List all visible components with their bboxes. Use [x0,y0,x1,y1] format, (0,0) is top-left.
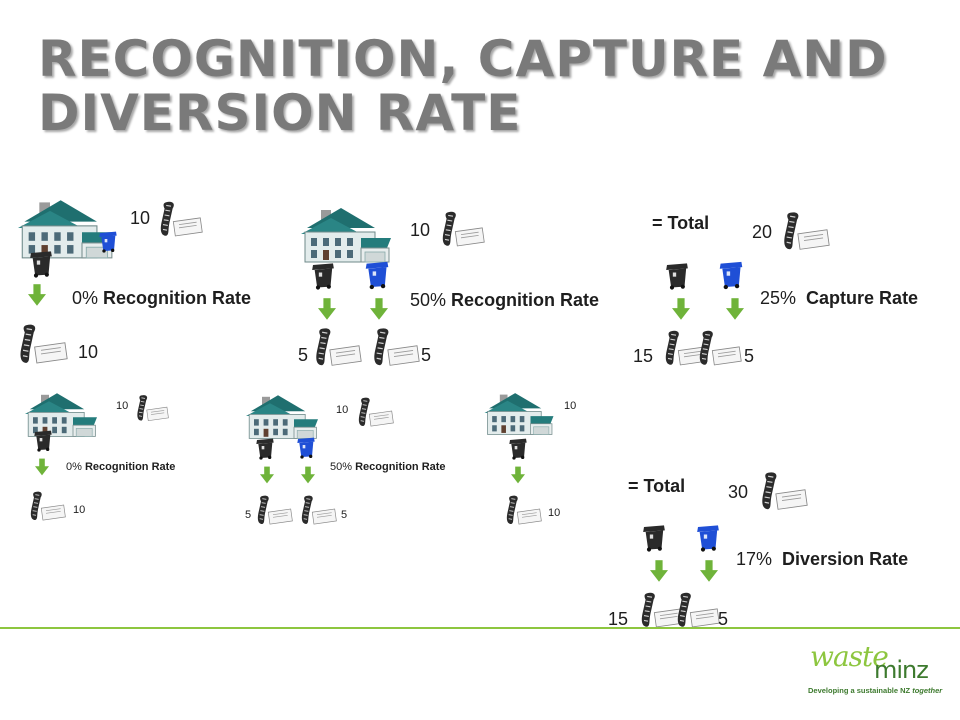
left-count: 15 [608,609,629,629]
recognition-rate-label: 50% Recognition Rate [330,461,446,473]
down-arrow-icon [35,458,49,476]
bottom-count: 10 [548,507,561,519]
newspaper-icon [694,326,742,370]
recognition-rate-label: 0% Recognition Rate [72,288,252,308]
top-count: 10 [336,404,349,416]
newspaper-icon [310,324,362,370]
down-arrow-icon [28,284,46,306]
newspaper-icon [756,468,808,514]
logo-word-waste: waste [810,640,889,673]
newspaper-icon [253,492,293,528]
newspaper-icon [26,488,66,524]
logo-tagline: Developing a sustainable NZ together [808,686,943,695]
newspaper-icon [297,492,337,528]
bottom-count: 10 [73,504,86,516]
logo-word-minz: minz [874,656,929,684]
down-arrow-icon [672,298,690,320]
rubbish-bin-icon [641,522,667,552]
rubbish-bin-icon [33,428,53,452]
rubbish-bin-icon [664,260,690,290]
right-count: 5 [341,509,348,521]
down-arrow-icon [511,466,525,484]
newspaper-icon [672,588,720,632]
capture-rate-label: 25% Capture Rate [760,288,919,308]
recycling-bin-icon [364,258,390,290]
top-count: 10 [130,208,151,228]
newspaper-icon [437,208,485,250]
recycling-bin-icon [296,434,316,460]
newspaper-icon [14,320,68,368]
left-count: 5 [298,345,309,365]
top-count: 10 [116,400,129,412]
newspaper-icon [778,208,830,254]
diversion-rate-label: 17% Diversion Rate [736,549,909,569]
total-count: 30 [728,482,749,502]
total-label: = Total [628,476,686,496]
page-title: RECOGNITION, CAPTURE AND DIVERSION RATE [38,32,938,140]
newspaper-icon [502,492,542,528]
total-count: 20 [752,222,773,242]
down-arrow-icon [726,298,744,320]
newspaper-icon [155,198,203,240]
left-count: 5 [245,509,252,521]
down-arrow-icon [301,466,315,484]
down-arrow-icon [318,298,336,320]
newspaper-icon [354,394,394,430]
wasteminz-logo: waste minz Developing a sustainable NZ t… [808,640,948,700]
right-count: 5 [421,345,432,365]
down-arrow-icon [650,560,668,582]
down-arrow-icon [260,466,274,484]
total-label: = Total [652,213,710,233]
recycling-bin-icon [718,258,744,290]
house-icon [484,390,554,436]
recognition-rate-label: 0% Recognition Rate [66,461,176,473]
house-icon [300,204,392,264]
rubbish-bin-icon [28,248,54,278]
down-arrow-icon [700,560,718,582]
recycling-bin-icon [695,522,721,552]
recycling-bin-icon [98,228,118,254]
rubbish-bin-icon [508,436,528,460]
recognition-rate-label: 50% Recognition Rate [410,290,600,310]
down-arrow-icon [370,298,388,320]
title-line-2: DIVERSION RATE [38,84,522,142]
title-line-1: RECOGNITION, CAPTURE AND [38,30,888,88]
top-count: 10 [564,400,577,412]
footer-divider [0,627,960,629]
house-icon [246,392,318,440]
right-count: 5 [744,346,755,366]
rubbish-bin-icon [310,260,336,290]
left-count: 15 [633,346,654,366]
right-count: 5 [718,609,729,629]
bottom-count: 10 [78,342,99,362]
newspaper-icon [133,392,169,424]
top-count: 10 [410,220,431,240]
newspaper-icon [368,324,420,370]
rubbish-bin-icon [255,436,275,460]
